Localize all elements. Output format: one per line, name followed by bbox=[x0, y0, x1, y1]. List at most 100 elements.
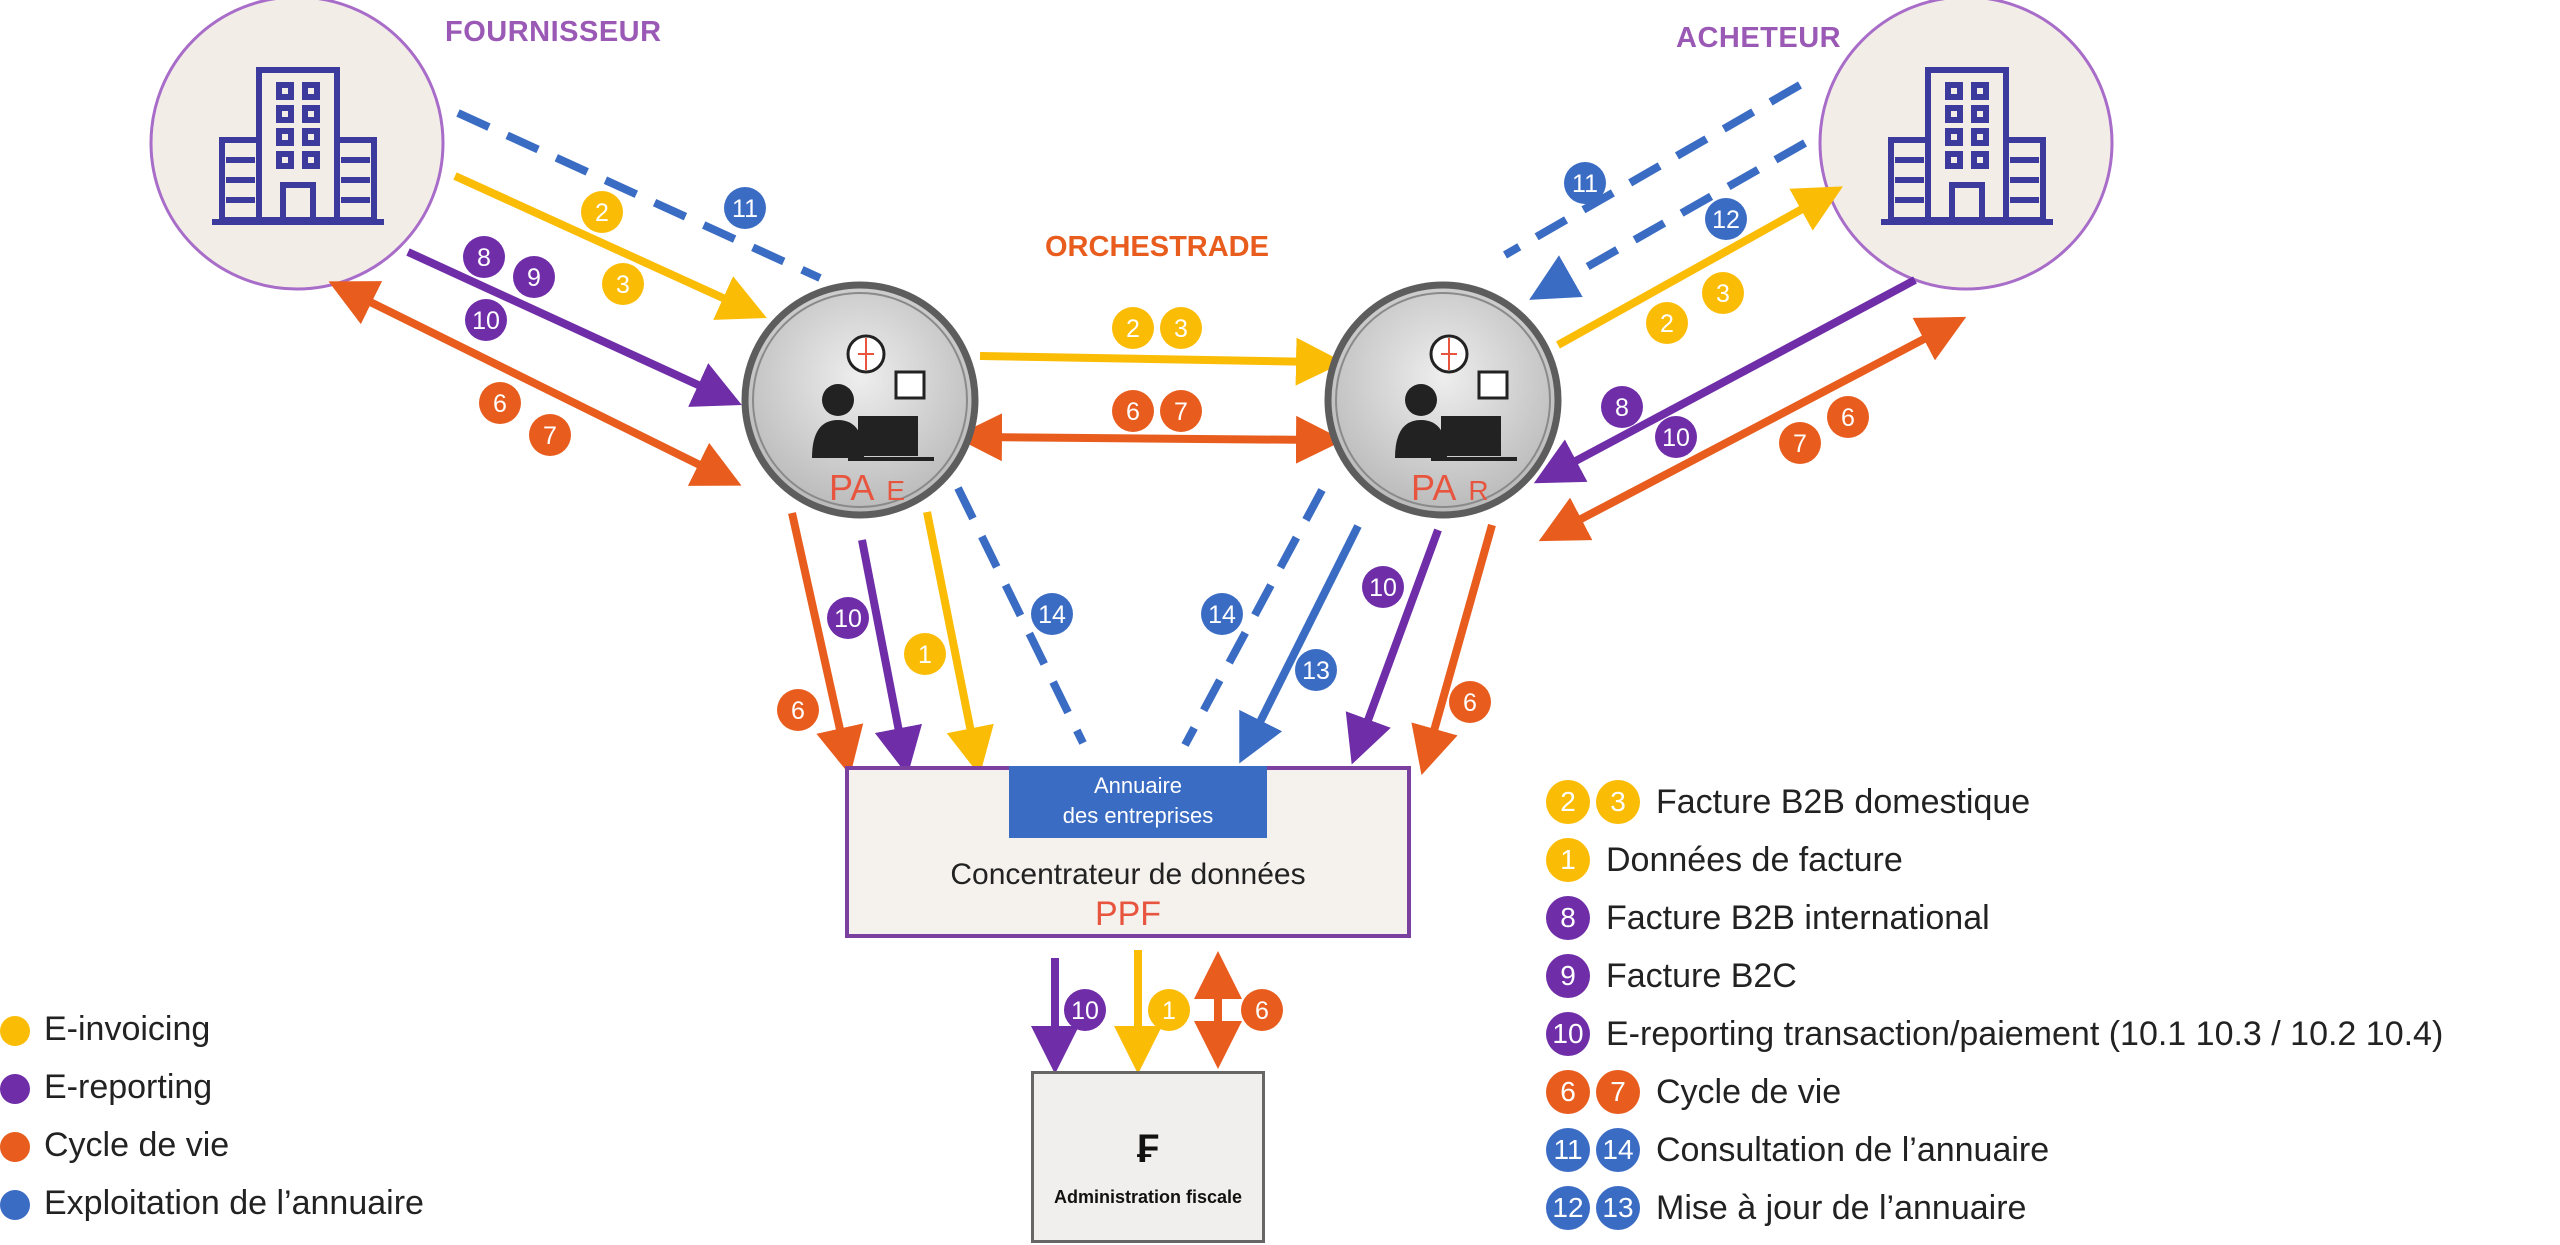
legend-flow-badge: 13 bbox=[1596, 1186, 1640, 1230]
flow-badge-14: 14 bbox=[1031, 593, 1073, 635]
legend-flow-badge: 6 bbox=[1546, 1070, 1590, 1114]
flow-badge-7: 7 bbox=[529, 414, 571, 456]
operator-icon bbox=[812, 334, 934, 461]
buyer-node bbox=[1818, 0, 2114, 291]
svg-text:10: 10 bbox=[472, 307, 500, 335]
legend-flow-label: Facture B2C bbox=[1606, 956, 1797, 995]
flow-badge-13: 13 bbox=[1295, 649, 1337, 691]
svg-text:6: 6 bbox=[791, 697, 805, 725]
flow-badge-8: 8 bbox=[463, 236, 505, 278]
arrow-pae-annuaire-14 bbox=[954, 486, 1087, 745]
flow-badge-6: 6 bbox=[1827, 396, 1869, 438]
svg-text:9: 9 bbox=[527, 264, 541, 292]
svg-text:6: 6 bbox=[1255, 997, 1269, 1025]
legend-type-row: Exploitation de l’annuaire bbox=[0, 1184, 424, 1223]
arrow-par-annuaire-14 bbox=[1181, 488, 1326, 747]
flow-badge-10: 10 bbox=[1064, 989, 1106, 1031]
legend-type-row: E-reporting bbox=[0, 1068, 212, 1107]
flow-badge-12: 12 bbox=[1705, 198, 1747, 240]
flow-badge-1: 1 bbox=[904, 633, 946, 675]
arrow-pae-ppf-10 bbox=[858, 539, 923, 776]
flow-badge-9: 9 bbox=[513, 256, 555, 298]
flow-badge-7: 7 bbox=[1779, 422, 1821, 464]
flow-badge-6: 6 bbox=[1449, 681, 1491, 723]
legend-type-label: Cycle de vie bbox=[44, 1126, 230, 1164]
svg-text:11: 11 bbox=[1572, 170, 1598, 198]
svg-text:7: 7 bbox=[543, 422, 557, 450]
supplier-label: FOURNISSEUR bbox=[445, 16, 662, 48]
svg-text:6: 6 bbox=[1841, 404, 1855, 432]
arrow-pae-ppf-1 bbox=[923, 511, 994, 776]
legend-flow-label: Facture B2B domestique bbox=[1656, 782, 2031, 821]
svg-text:6: 6 bbox=[1126, 398, 1140, 426]
flow-badge-1: 1 bbox=[1148, 989, 1190, 1031]
svg-text:8: 8 bbox=[1615, 394, 1629, 422]
legend-flow-row: 8 Facture B2B international bbox=[1546, 896, 1990, 940]
legend-flow-label: E-reporting transaction/paiement (10.1 1… bbox=[1606, 1014, 2444, 1053]
svg-text:3: 3 bbox=[1174, 315, 1188, 343]
svg-text:6: 6 bbox=[493, 390, 507, 418]
legend-flow-label: Mise à jour de l’annuaire bbox=[1656, 1188, 2027, 1227]
legend-flow-badge: 2 bbox=[1546, 780, 1590, 824]
svg-text:7: 7 bbox=[1793, 430, 1807, 458]
svg-text:11: 11 bbox=[732, 195, 758, 223]
legend-flow-badge: 9 bbox=[1546, 954, 1590, 998]
legend-flow-badge: 1 bbox=[1546, 838, 1590, 882]
supplier-building-icon bbox=[212, 67, 384, 225]
flow-badge-10: 10 bbox=[1362, 566, 1404, 608]
legend-flow-label: Cycle de vie bbox=[1656, 1072, 1842, 1111]
flow-badge-3: 3 bbox=[602, 263, 644, 305]
svg-text:1: 1 bbox=[1162, 997, 1176, 1025]
legend-color-dot bbox=[0, 1132, 30, 1163]
flow-badge-11: 11 bbox=[724, 187, 766, 229]
flow-badge-8: 8 bbox=[1601, 386, 1643, 428]
svg-text:12: 12 bbox=[1712, 206, 1740, 234]
svg-text:10: 10 bbox=[1662, 424, 1690, 452]
flow-badge-6: 6 bbox=[1112, 390, 1154, 432]
legend-flow-label: Consultation de l’annuaire bbox=[1656, 1130, 2050, 1169]
legend-flow-badge: 14 bbox=[1596, 1128, 1640, 1172]
svg-text:2: 2 bbox=[1660, 310, 1674, 338]
arrow-par-ppf-10 bbox=[1345, 528, 1442, 765]
arrow-supplier-pae-67 bbox=[328, 281, 742, 486]
flow-badge-6: 6 bbox=[1241, 989, 1283, 1031]
legend-color-dot bbox=[0, 1016, 30, 1047]
svg-text:2: 2 bbox=[595, 199, 609, 227]
arrow-pae-par-23 bbox=[979, 337, 1344, 386]
legend-flow-row: 9 Facture B2C bbox=[1546, 954, 1797, 998]
arrow-buyer-par-67 bbox=[1538, 316, 1967, 542]
legend-flow-badge: 3 bbox=[1596, 780, 1640, 824]
svg-text:13: 13 bbox=[1302, 657, 1330, 685]
flow-badge-2: 2 bbox=[1112, 307, 1154, 349]
arrow-pae-ppf-6 bbox=[788, 512, 864, 776]
legend-flow-badge: 12 bbox=[1546, 1186, 1590, 1230]
legend-type-label: E-reporting bbox=[44, 1068, 213, 1106]
legend-flow-badge: 8 bbox=[1546, 896, 1590, 940]
legend-flow-label: Facture B2B international bbox=[1606, 898, 1990, 937]
flow-badge-2: 2 bbox=[1646, 302, 1688, 344]
fiscal-symbol: ₣ bbox=[1136, 1127, 1160, 1171]
flow-badge-10: 10 bbox=[465, 299, 507, 341]
flow-badge-10: 10 bbox=[827, 597, 869, 639]
flow-badge-3: 3 bbox=[1160, 307, 1202, 349]
legend-type-label: Exploitation de l’annuaire bbox=[44, 1184, 424, 1222]
arrow-supplier-annuaire-11 bbox=[456, 109, 822, 282]
svg-text:14: 14 bbox=[1208, 601, 1236, 629]
svg-text:10: 10 bbox=[834, 605, 862, 633]
administration-fiscale-label: Administration fiscale bbox=[1053, 1187, 1243, 1207]
svg-text:14: 14 bbox=[1038, 601, 1066, 629]
flow-badge-2: 2 bbox=[581, 191, 623, 233]
arrow-buyer-annuaire-12 bbox=[1529, 139, 1807, 300]
supplier-node bbox=[149, 0, 445, 291]
svg-text:3: 3 bbox=[1716, 280, 1730, 308]
legend-type-label: E-invoicing bbox=[44, 1010, 211, 1048]
arrow-par-ppf-6 bbox=[1411, 523, 1496, 776]
flow-badge-11: 11 bbox=[1564, 162, 1606, 204]
